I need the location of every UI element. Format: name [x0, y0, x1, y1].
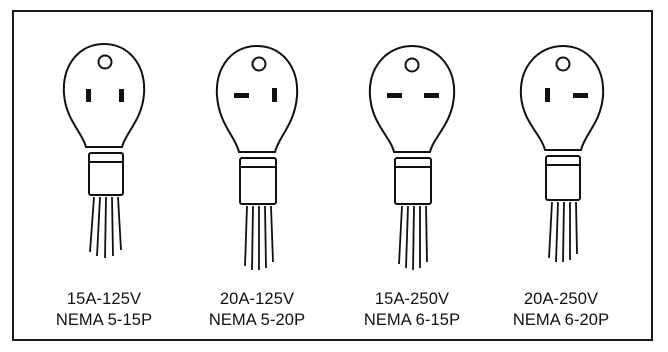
plug-nema-6-20p-drawing	[519, 44, 605, 263]
plug-cord-wires	[89, 196, 122, 259]
plug-collar	[88, 152, 124, 196]
plug-nema-label: NEMA 6-15P	[363, 311, 461, 329]
plug-nema-5-15p-drawing	[62, 42, 146, 259]
plug-head-outline	[519, 44, 605, 151]
plug-collar	[394, 157, 432, 205]
plug-nema-6-20p: 20A-250V NEMA 6-20P	[481, 12, 641, 342]
plug-nema-5-20p-drawing	[215, 44, 299, 271]
plug-nema-5-20p: 20A-125V NEMA 5-20P	[177, 12, 337, 342]
plug-head-outline	[368, 44, 456, 153]
blade-right	[573, 93, 588, 98]
plug-nema-6-15p-drawing	[368, 44, 456, 271]
blade-left	[234, 93, 249, 98]
plug-rating-label: 20A-250V	[523, 290, 599, 308]
ground-hole	[251, 56, 267, 72]
plug-cord-wires	[398, 205, 428, 271]
plug-caption: 20A-125V NEMA 5-20P	[177, 289, 337, 331]
blade-left	[86, 89, 91, 102]
plug-nema-label: NEMA 5-15P	[55, 311, 153, 329]
plug-blades	[387, 93, 439, 98]
plug-cord-wires	[548, 201, 578, 263]
blade-left	[387, 93, 402, 98]
plug-collar	[545, 155, 581, 201]
diagram-frame: 15A-125V NEMA 5-15P	[12, 10, 653, 341]
plug-blades	[545, 88, 588, 102]
plug-caption: 15A-250V NEMA 6-15P	[332, 289, 492, 331]
plug-rating-label: 15A-125V	[66, 290, 142, 308]
plug-nema-6-15p: 15A-250V NEMA 6-15P	[332, 12, 492, 342]
plug-rating-label: 15A-250V	[374, 290, 450, 308]
plug-collar	[239, 157, 277, 205]
blade-right	[272, 88, 277, 102]
plug-cord-wires	[244, 205, 274, 271]
plug-nema-5-15p: 15A-125V NEMA 5-15P	[24, 12, 184, 342]
ground-hole	[555, 56, 571, 72]
blade-right	[424, 93, 439, 98]
ground-hole	[404, 57, 420, 73]
plug-caption: 15A-125V NEMA 5-15P	[24, 289, 184, 331]
plug-caption: 20A-250V NEMA 6-20P	[481, 289, 641, 331]
plug-head-outline	[215, 44, 299, 153]
ground-hole	[97, 54, 113, 70]
blade-right	[119, 89, 124, 102]
plug-head-outline	[62, 42, 146, 148]
plug-blades	[234, 88, 277, 102]
blade-left	[545, 88, 550, 102]
plug-blades	[86, 89, 124, 102]
plug-rating-label: 20A-125V	[219, 290, 295, 308]
plug-nema-label: NEMA 6-20P	[512, 311, 610, 329]
plug-nema-label: NEMA 5-20P	[208, 311, 306, 329]
